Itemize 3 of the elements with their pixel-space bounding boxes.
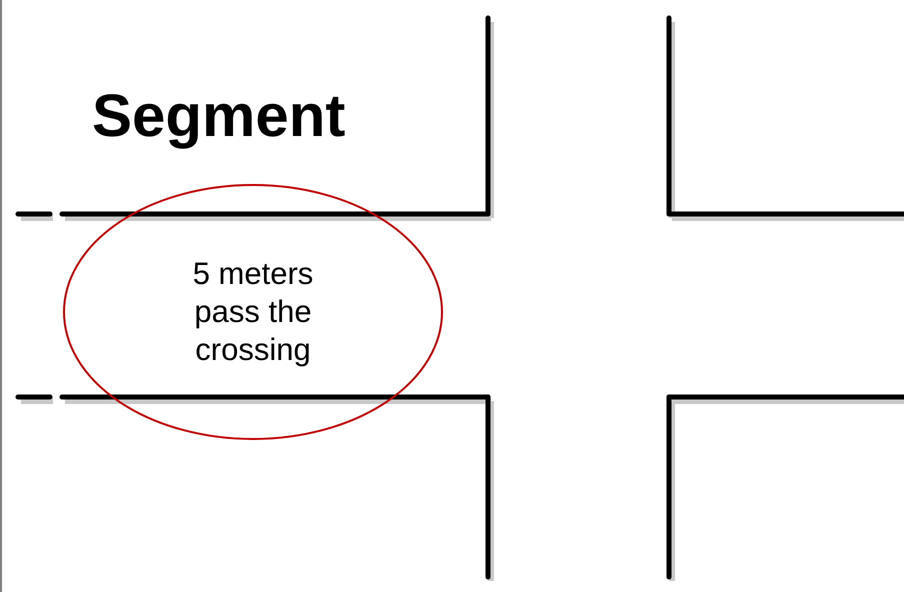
callout-text: 5 meters pass the crossing [192, 255, 314, 369]
title: Segment [92, 81, 346, 151]
ellipse-callout [63, 184, 443, 440]
